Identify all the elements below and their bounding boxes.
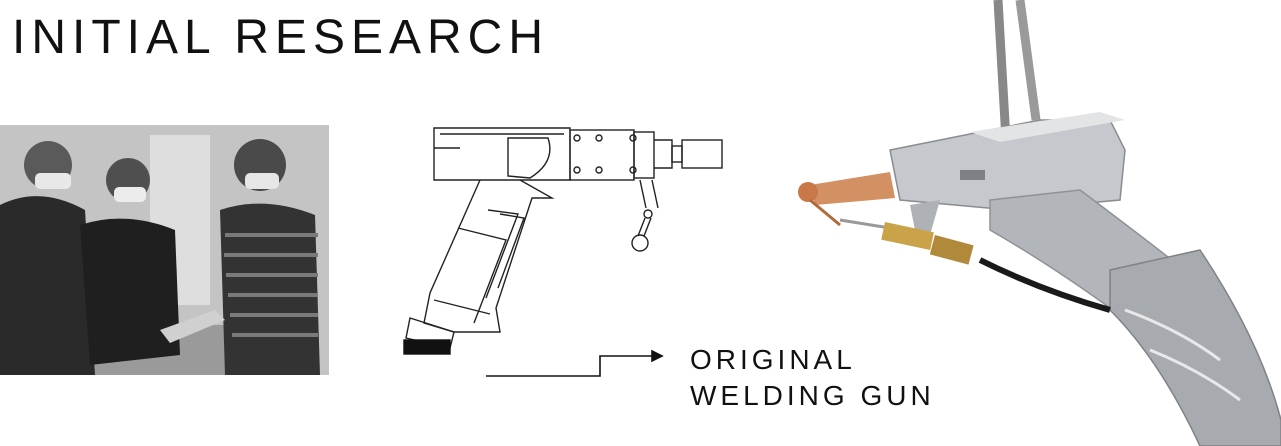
- person-middle-body: [80, 218, 180, 365]
- person-right-body: [220, 203, 320, 375]
- research-team-photo: [0, 125, 329, 375]
- callout-arrow-icon: [480, 342, 680, 382]
- welding-gun-line-drawing: [400, 118, 760, 378]
- laser-welding-head-photo: [780, 0, 1281, 446]
- original-welding-gun-label: ORIGINAL WELDING GUN: [690, 342, 935, 414]
- page-title: INITIAL RESEARCH: [12, 11, 549, 64]
- label-line-2: WELDING GUN: [690, 380, 935, 411]
- label-line-1: ORIGINAL: [690, 344, 856, 375]
- person-left-body: [0, 196, 95, 375]
